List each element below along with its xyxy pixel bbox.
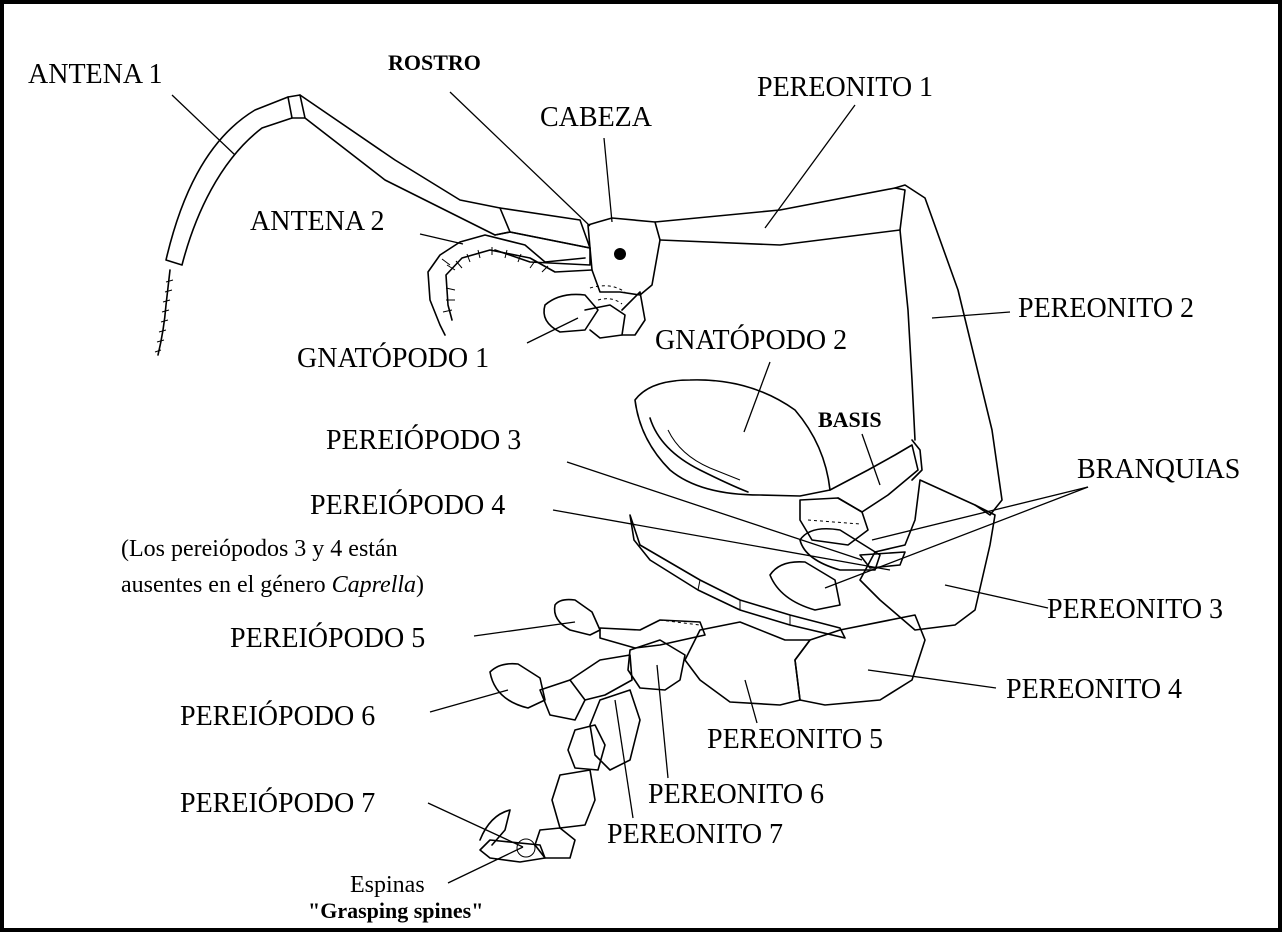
label-pereonito-5: PEREONITO 5 — [707, 724, 883, 755]
label-grasping-spines: "Grasping spines" — [308, 898, 483, 923]
label-pereonito-1: PEREONITO 1 — [757, 72, 933, 103]
label-note-line-1: (Los pereiópodos 3 y 4 están — [121, 536, 398, 562]
label-rostro: ROSTRO — [388, 50, 481, 75]
head-drawing — [587, 217, 661, 296]
posterior-region-drawing — [479, 598, 706, 863]
labels: ANTENA 1 ROSTRO CABEZA PEREONITO 1 ANTEN… — [28, 50, 1240, 923]
label-pereiopodo-7: PEREIÓPODO 7 — [180, 788, 375, 819]
pereonite-5-drawing — [684, 621, 811, 706]
pereonites-1-2-drawing — [654, 184, 1003, 516]
label-pereiopodo-5: PEREIÓPODO 5 — [230, 623, 425, 654]
pereiopod-4-drawing — [629, 514, 846, 639]
label-antena-1: ANTENA 1 — [28, 59, 163, 90]
leader-lines — [171, 91, 1089, 884]
pereonite-4-drawing — [794, 614, 926, 706]
specimen-drawing — [154, 94, 1003, 863]
label-gnatopodo-1: GNATÓPODO 1 — [297, 343, 489, 374]
label-gnatopodo-2: GNATÓPODO 2 — [655, 325, 847, 356]
label-note-line-2: ausentes en el género Caprella) — [121, 572, 424, 598]
label-basis: BASIS — [818, 407, 882, 432]
label-espinas: Espinas — [350, 872, 425, 898]
antenna-1-drawing — [154, 94, 591, 356]
label-antena-2: ANTENA 2 — [250, 206, 385, 237]
label-pereonito-4: PEREONITO 4 — [1006, 674, 1182, 705]
gnathopod-2-drawing — [634, 379, 923, 546]
label-pereiopodo-6: PEREIÓPODO 6 — [180, 701, 375, 732]
label-cabeza: CABEZA — [540, 102, 653, 133]
label-pereiopodo-4: PEREIÓPODO 4 — [310, 490, 505, 521]
antenna-2-drawing — [427, 234, 593, 336]
label-pereiopodo-3: PEREIÓPODO 3 — [326, 425, 521, 456]
label-pereonito-2: PEREONITO 2 — [1018, 293, 1194, 324]
label-pereonito-6: PEREONITO 6 — [648, 779, 824, 810]
label-branquias: BRANQUIAS — [1077, 454, 1240, 485]
label-pereonito-3: PEREONITO 3 — [1047, 594, 1223, 625]
label-pereonito-7: PEREONITO 7 — [607, 819, 783, 850]
pereonite-3-drawing — [769, 479, 996, 631]
gnathopod-1-drawing — [543, 285, 646, 339]
